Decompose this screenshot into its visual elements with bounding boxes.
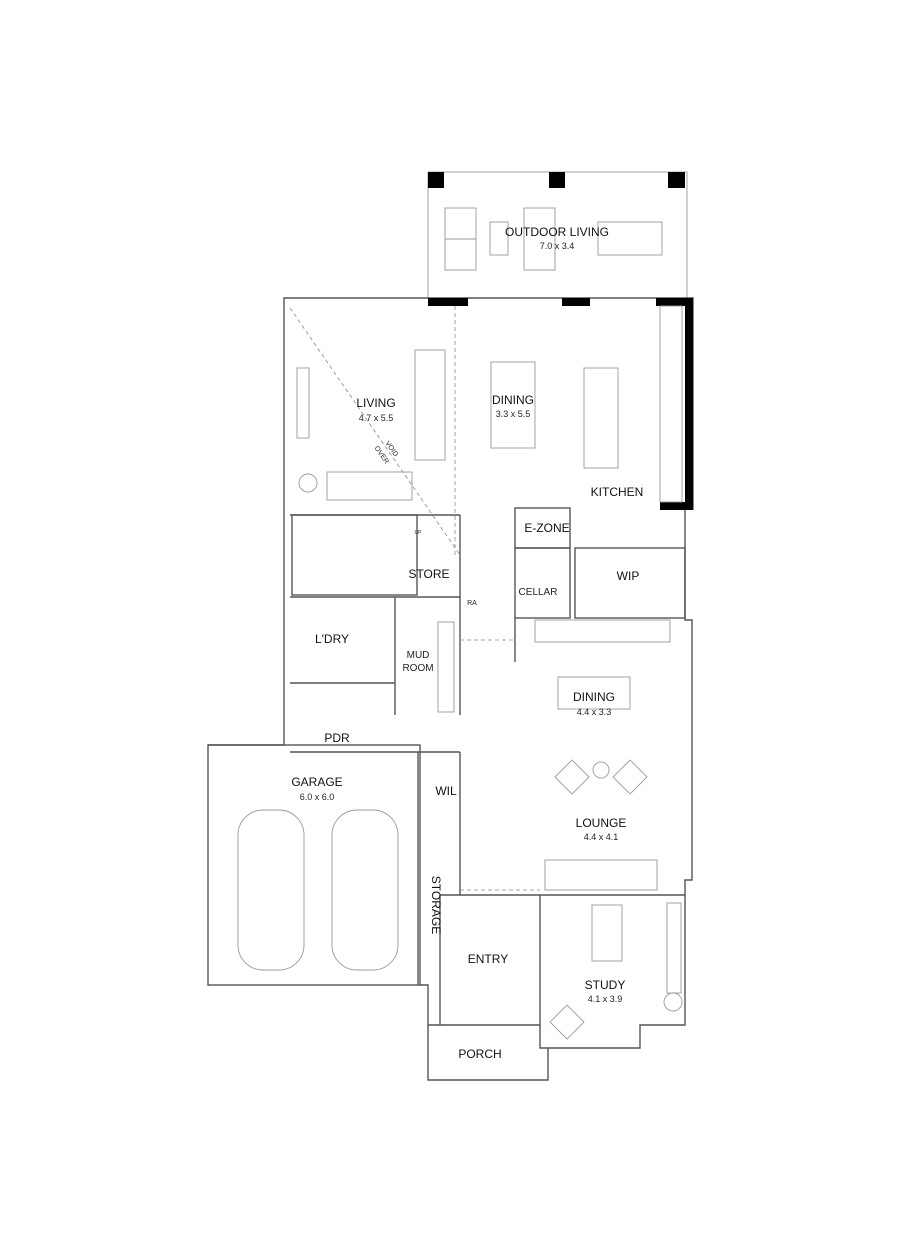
garage-size: 6.0 x 6.0: [300, 792, 335, 802]
pdr-label: PDR: [324, 731, 350, 745]
outdoor-living-size: 7.0 x 3.4: [540, 241, 575, 251]
mud-room-label-1: MUD: [407, 650, 430, 661]
kitchen-label: KITCHEN: [591, 485, 644, 499]
furniture: [237, 305, 683, 1040]
storage-label: STORAGE: [429, 876, 443, 934]
dining-upper-label: DINING: [492, 393, 534, 407]
dining-lower-label: DINING: [573, 690, 615, 704]
lounge-label: LOUNGE: [576, 816, 627, 830]
laundry-label: L'DRY: [315, 632, 349, 646]
wip-label: WIP: [617, 569, 640, 583]
ra-label: RA: [467, 600, 477, 607]
cellar-label: CELLAR: [519, 587, 558, 598]
wil-label: WIL: [435, 784, 457, 798]
entry-label: ENTRY: [468, 952, 508, 966]
porch-label: PORCH: [458, 1047, 501, 1061]
study-label: STUDY: [585, 978, 626, 992]
lounge-size: 4.4 x 4.1: [584, 832, 619, 842]
garage-label: GARAGE: [291, 775, 342, 789]
living-size: 4.7 x 5.5: [359, 413, 394, 423]
dining-lower-size: 4.4 x 3.3: [577, 707, 612, 717]
dining-upper-size: 3.3 x 5.5: [496, 409, 531, 419]
ezone-label: E-ZONE: [524, 521, 569, 535]
living-label: LIVING: [356, 396, 395, 410]
store-label: STORE: [408, 567, 449, 581]
stair-up-label: UP: [415, 530, 423, 536]
walls: [207, 297, 694, 1081]
room-labels: OUTDOOR LIVING 7.0 x 3.4 LIVING 4.7 x 5.…: [291, 225, 643, 1061]
study-size: 4.1 x 3.9: [588, 994, 623, 1004]
mud-room-label-2: ROOM: [402, 663, 433, 674]
outdoor-living-label: OUTDOOR LIVING: [505, 225, 609, 239]
